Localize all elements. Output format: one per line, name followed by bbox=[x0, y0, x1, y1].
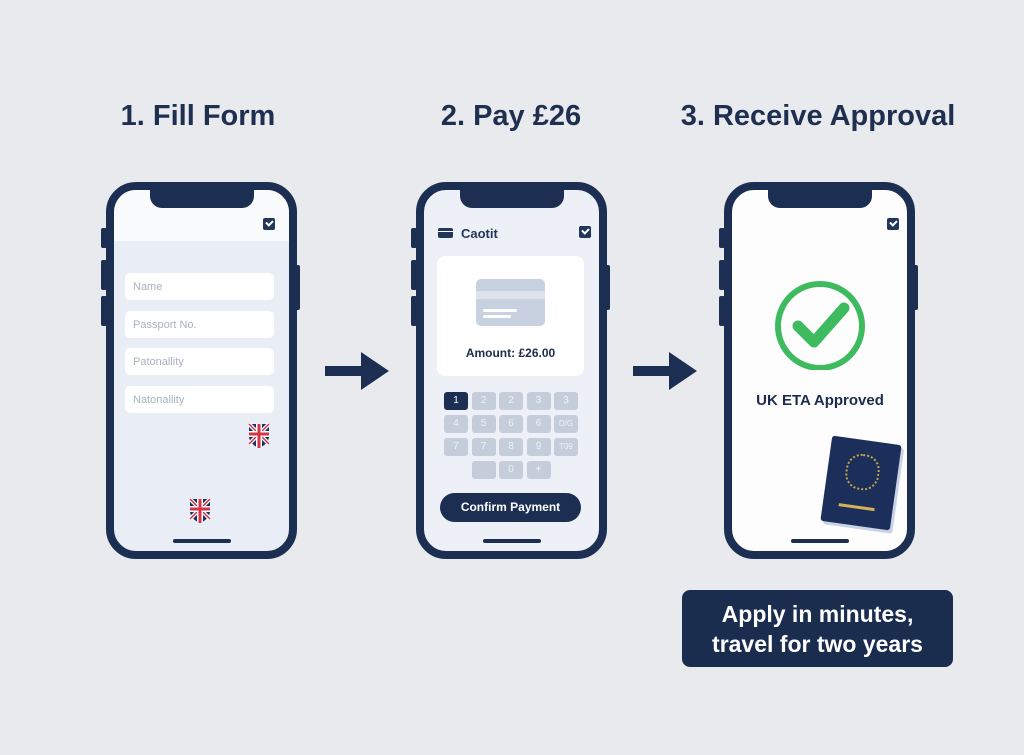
nationality-input[interactable]: Natonallity bbox=[125, 386, 274, 413]
arrow-right-icon bbox=[633, 352, 697, 390]
mail-icon[interactable] bbox=[579, 226, 591, 238]
mail-icon[interactable] bbox=[887, 218, 899, 230]
keypad-key[interactable]: T09 bbox=[554, 438, 578, 456]
patonality-input[interactable]: Patonallity bbox=[125, 348, 274, 375]
keypad-key[interactable]: 0 bbox=[499, 461, 523, 479]
uk-flag-shield-icon bbox=[248, 422, 270, 448]
tagline-line-2: travel for two years bbox=[712, 631, 923, 657]
payment-amount: Amount: £26.00 bbox=[465, 346, 556, 360]
check-circle-icon bbox=[775, 281, 865, 370]
home-indicator bbox=[790, 539, 849, 543]
keypad-key[interactable]: 3 bbox=[554, 392, 578, 410]
phone-side-button bbox=[101, 296, 107, 326]
keypad-key[interactable]: 8 bbox=[499, 438, 523, 456]
tagline-banner: Apply in minutes, travel for two years bbox=[682, 590, 953, 667]
phone-notch bbox=[767, 190, 872, 208]
step-1-title: 1. Fill Form bbox=[120, 100, 276, 132]
payment-header: Caotit bbox=[461, 226, 498, 241]
passport-input[interactable]: Passport No. bbox=[125, 311, 274, 338]
phone-side-button bbox=[604, 265, 610, 310]
keypad-key[interactable]: 3 bbox=[526, 392, 551, 410]
approval-status: UK ETA Approved bbox=[756, 392, 884, 409]
phone-side-button bbox=[101, 260, 107, 290]
phone-side-button bbox=[411, 296, 417, 326]
keypad-key[interactable]: + bbox=[526, 461, 551, 479]
phone-approval: UK ETA Approved bbox=[724, 182, 915, 559]
keypad-key[interactable]: 4 bbox=[444, 415, 468, 433]
phone-notch bbox=[149, 190, 254, 208]
phone-side-button bbox=[411, 228, 417, 248]
keypad-key[interactable]: 7 bbox=[444, 438, 468, 456]
arrow-right-icon bbox=[325, 352, 389, 390]
card-icon bbox=[438, 228, 453, 238]
phone-side-button bbox=[101, 228, 107, 248]
step-3-title: 3. Receive Approval bbox=[680, 100, 956, 132]
phone-side-button bbox=[912, 265, 918, 310]
keypad-key[interactable]: 2 bbox=[471, 392, 496, 410]
phone-side-button bbox=[294, 265, 300, 310]
phone-notch bbox=[459, 190, 564, 208]
keypad-key[interactable]: 1 bbox=[444, 392, 468, 410]
keypad-key[interactable]: 5 bbox=[471, 415, 496, 433]
keypad-key[interactable]: 2 bbox=[499, 392, 523, 410]
name-input[interactable]: Name bbox=[125, 273, 274, 300]
phone-side-button bbox=[719, 228, 725, 248]
confirm-payment-button[interactable]: Confirm Payment bbox=[440, 493, 581, 522]
uk-flag-shield-icon bbox=[189, 497, 211, 523]
phone-fill-form: Name Passport No. Patonallity Natonallit… bbox=[106, 182, 297, 559]
phone-side-button bbox=[719, 296, 725, 326]
keypad-key[interactable] bbox=[471, 461, 496, 479]
keypad-key[interactable]: 7 bbox=[471, 438, 496, 456]
home-indicator bbox=[482, 539, 541, 543]
phone-side-button bbox=[719, 260, 725, 290]
keypad-key[interactable]: D/G bbox=[554, 415, 578, 433]
keypad-key[interactable]: 6 bbox=[526, 415, 551, 433]
home-indicator bbox=[172, 539, 231, 543]
keypad-key[interactable]: 9 bbox=[526, 438, 551, 456]
credit-card-illustration bbox=[476, 279, 545, 326]
tagline-line-1: Apply in minutes, bbox=[721, 601, 914, 627]
phone-side-button bbox=[411, 260, 417, 290]
step-2-title: 2. Pay £26 bbox=[440, 100, 582, 132]
keypad-key[interactable]: 6 bbox=[499, 415, 523, 433]
payment-card: Amount: £26.00 bbox=[437, 256, 584, 376]
passport-icon bbox=[820, 435, 902, 531]
mail-icon[interactable] bbox=[263, 218, 275, 230]
